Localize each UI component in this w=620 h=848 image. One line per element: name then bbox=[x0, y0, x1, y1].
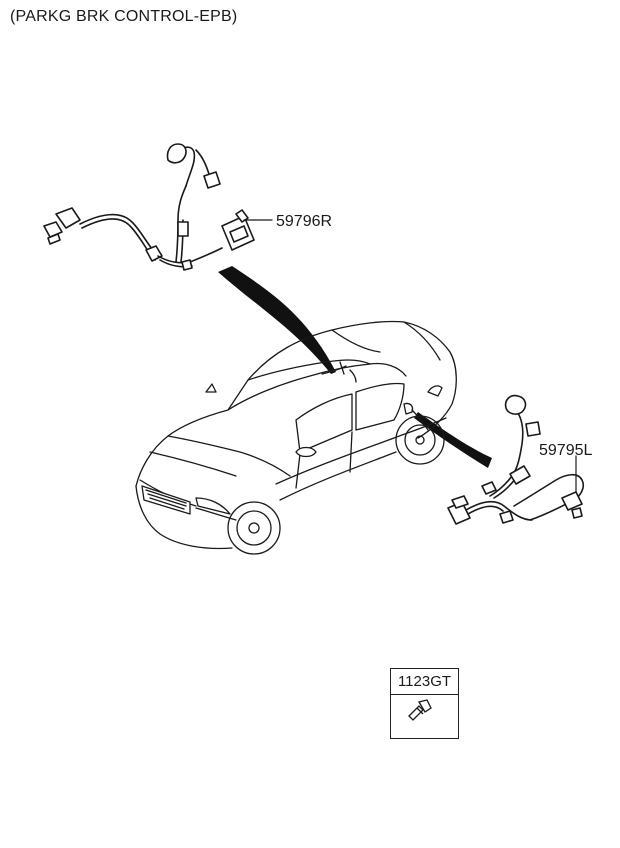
car-illustration bbox=[135, 320, 457, 555]
fastener-legend[interactable]: 1123GT bbox=[390, 668, 459, 739]
diagram-title: (PARKG BRK CONTROL-EPB) bbox=[10, 8, 238, 25]
fastener-code: 1123GT bbox=[391, 669, 458, 695]
part-number-59796r: 59796R bbox=[276, 213, 333, 230]
callout-arrow-right bbox=[218, 266, 336, 374]
bolt-icon bbox=[408, 699, 432, 721]
part-number-59795l: 59795L bbox=[539, 442, 593, 459]
right-wiring-harness[interactable] bbox=[43, 143, 273, 271]
left-wiring-harness[interactable] bbox=[447, 394, 585, 525]
callout-arrow-left bbox=[414, 412, 492, 468]
